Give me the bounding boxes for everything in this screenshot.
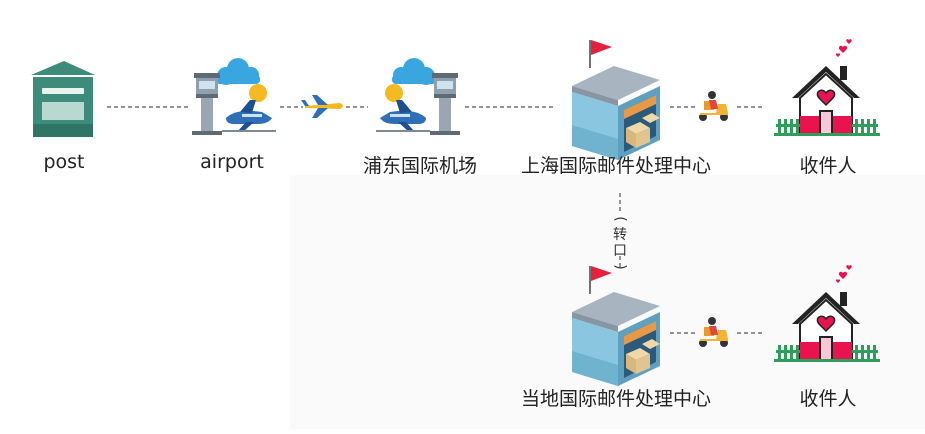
delivery-scooter-icon: [699, 91, 728, 121]
label-recipient-bottom: 收件人: [799, 388, 857, 410]
label-local-center: 当地国际邮件处理中心: [520, 388, 712, 410]
label-shanghai-center: 上海国际邮件处理中心: [520, 155, 712, 177]
airplane-icon: [301, 95, 343, 118]
connectors: [107, 106, 765, 334]
pudong-airport-icon: [375, 57, 461, 136]
recipient-house-icon: [773, 38, 881, 138]
transfer-label: ( 转 口 ): [612, 211, 628, 275]
transfer-char-1: 转: [613, 227, 627, 243]
label-recipient: 收件人: [799, 155, 857, 177]
airport-icon: [192, 58, 276, 135]
label-pudong-airport: 浦东国际机场: [362, 155, 478, 177]
transfer-char-2: 口: [613, 243, 627, 259]
mailbox-icon: [31, 61, 95, 137]
label-airport: airport: [200, 151, 264, 173]
label-post: post: [43, 151, 85, 173]
transfer-close-paren: ): [612, 264, 628, 270]
transfer-open-paren: (: [612, 216, 628, 222]
shanghai-warehouse-icon: [571, 39, 661, 161]
